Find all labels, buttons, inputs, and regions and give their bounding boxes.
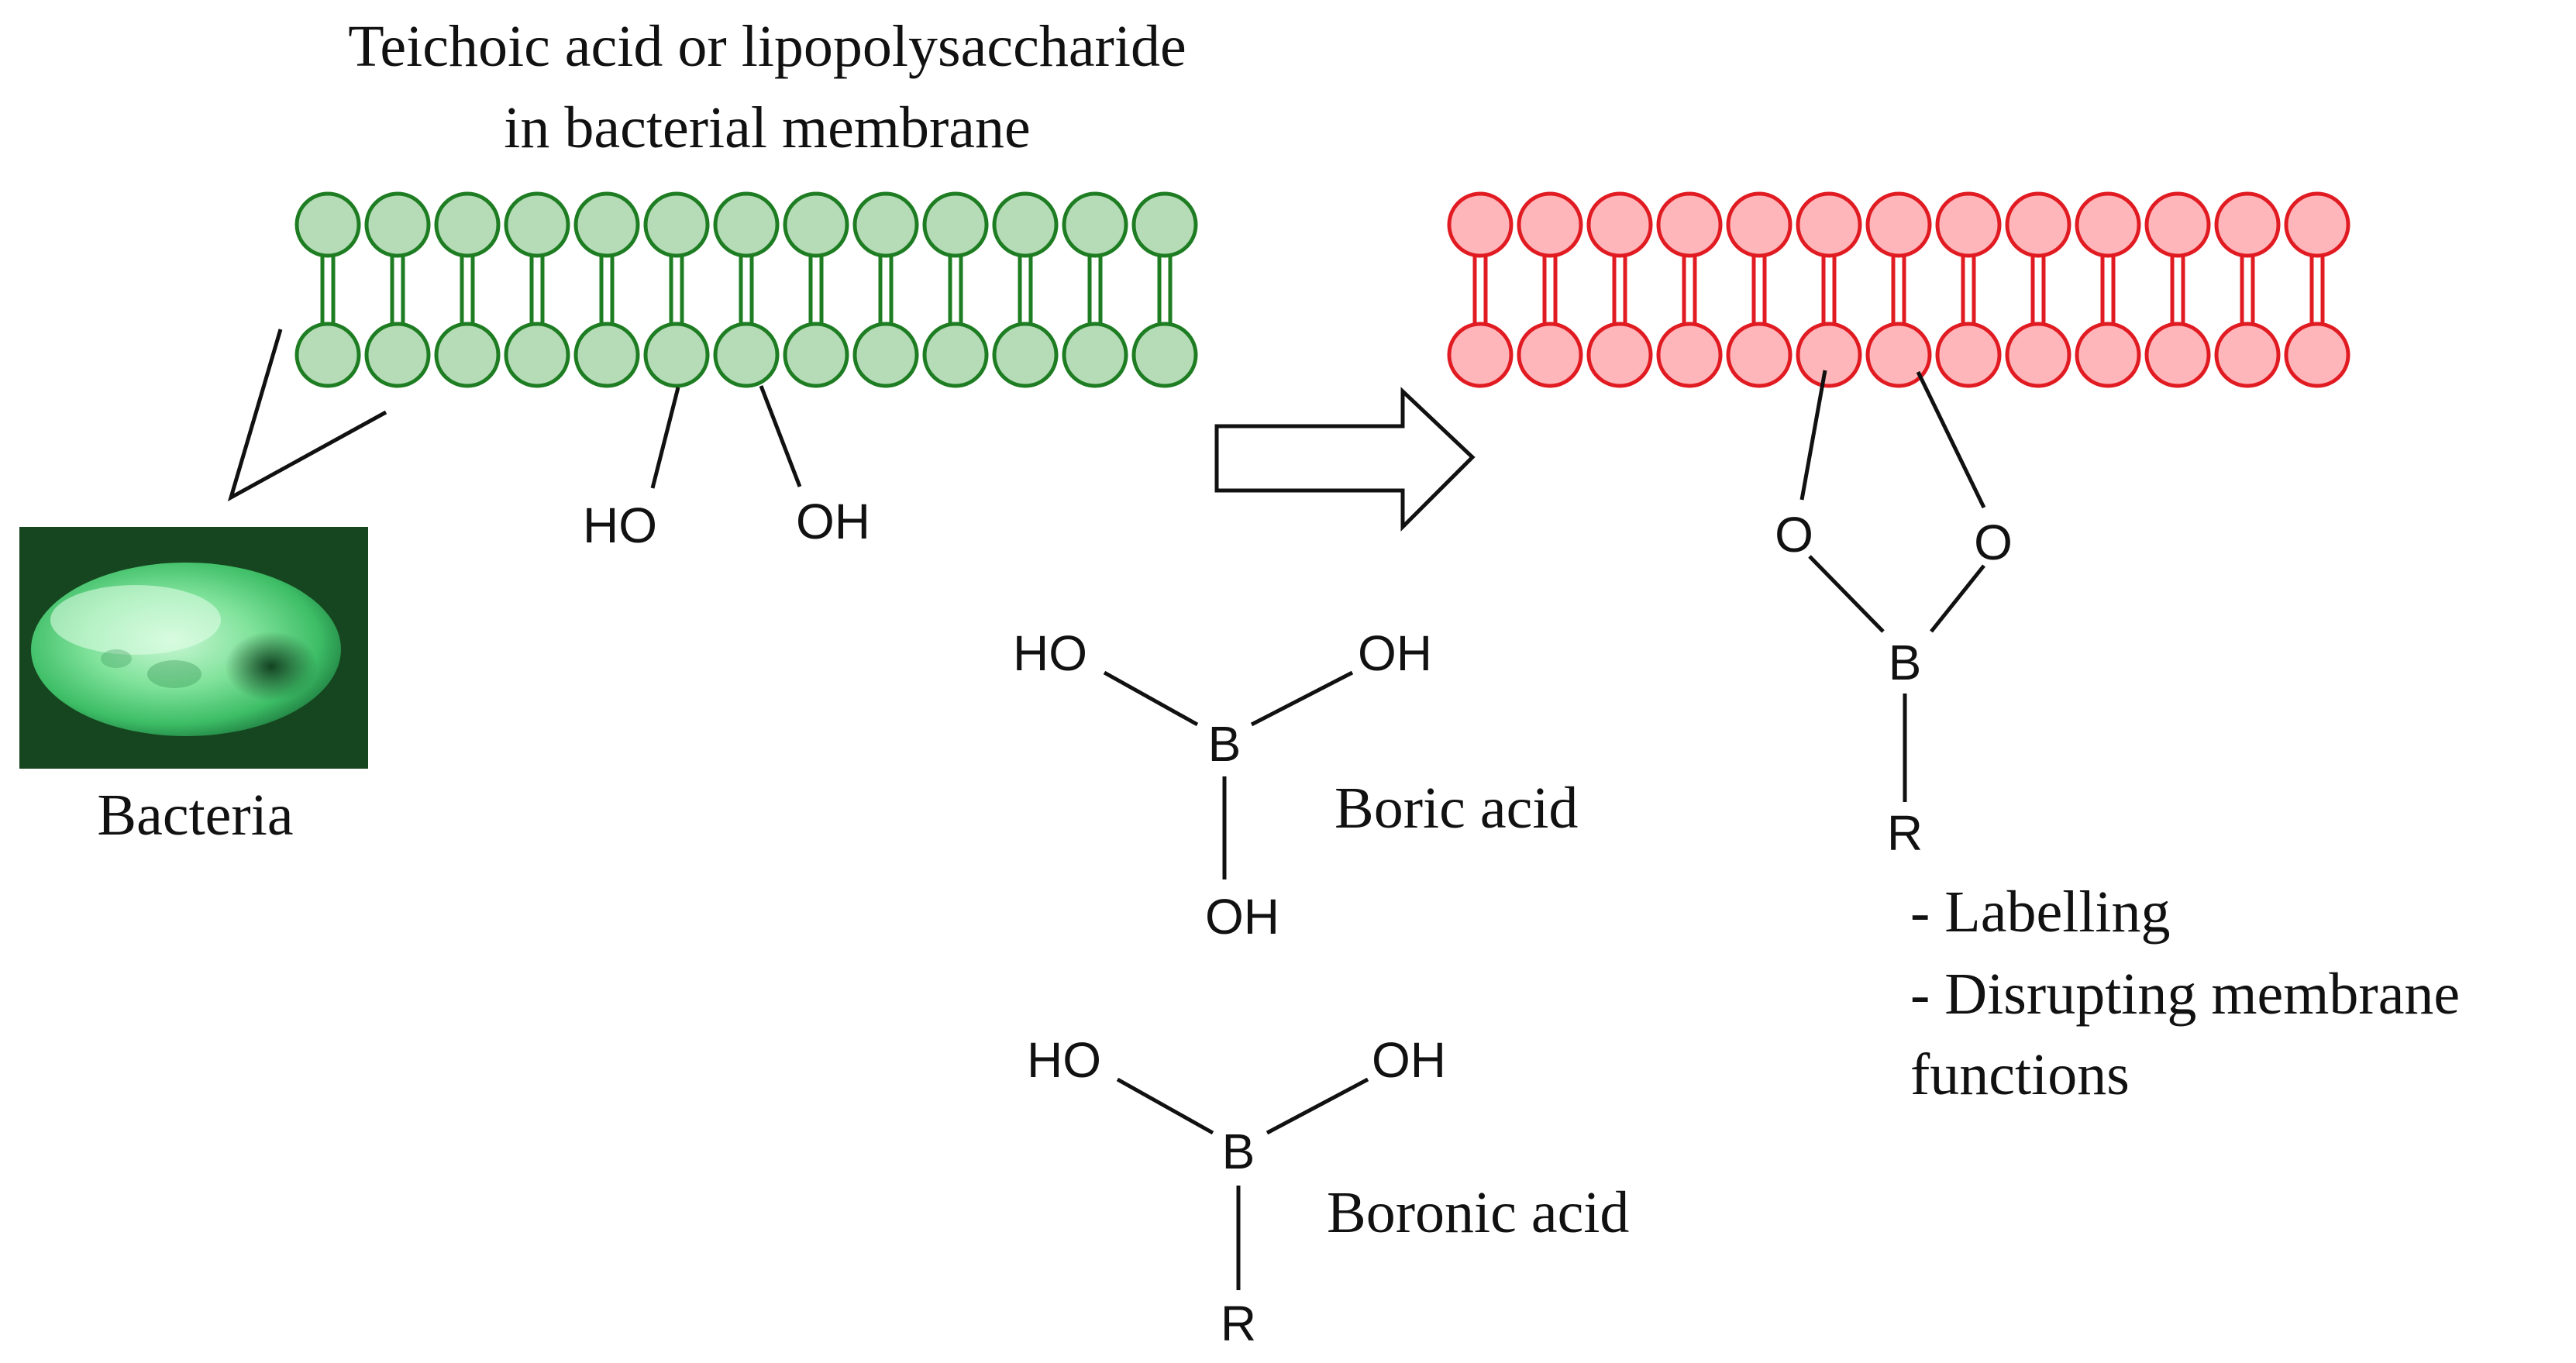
application-labelling: - Labelling — [1910, 879, 2171, 945]
ester-oxygen-right: O — [1974, 515, 2013, 570]
green-membrane-lipid-head — [294, 322, 361, 388]
ester-oxygen-left: O — [1775, 507, 1813, 563]
ester-substituent-r: R — [1887, 805, 1923, 861]
red-membrane-lipid-head — [1586, 191, 1653, 258]
red-membrane-lipid-head — [2214, 322, 2281, 388]
red-membrane-lipid-head — [2075, 191, 2141, 258]
red-membrane-lipid-head — [1447, 191, 1514, 258]
red-membrane-lipid-head — [1865, 191, 1932, 258]
green-membrane-lipid-head — [852, 322, 919, 388]
cyclic-boronate-ester — [1799, 370, 1986, 802]
green-membrane-lipid-head — [922, 322, 989, 388]
green-membrane-lipid-head — [573, 191, 640, 258]
green-membrane-lipid-head — [922, 191, 989, 258]
zoom-callout-lines — [227, 329, 387, 502]
red-membrane-lipid-head — [2284, 322, 2350, 388]
green-membrane-lipid-head — [504, 322, 570, 388]
red-membrane-lipid-head — [1935, 322, 2002, 388]
green-membrane-lipid-head — [434, 322, 501, 388]
red-membrane-lipid-head — [1447, 322, 1514, 388]
green-membrane-lipid-head — [713, 191, 780, 258]
green-membrane-lipid-head — [643, 322, 710, 388]
green-membrane-lipid-head — [364, 322, 431, 388]
green-membrane-lipid-head — [783, 191, 849, 258]
boronic-acid-label: Boronic acid — [1327, 1180, 1629, 1245]
red-membrane-lipid-head — [2005, 322, 2071, 388]
red-membrane-lipid-head — [1586, 322, 1653, 388]
diagram-title-line-2: in bacterial membrane — [504, 95, 1030, 160]
green-membrane-lipid-head — [434, 191, 501, 258]
application-disrupting-membrane-cont: functions — [1910, 1042, 2130, 1107]
green-membrane-lipid-head — [852, 191, 919, 258]
red-membrane-lipid-head — [1517, 191, 1583, 258]
green-membrane-lipid-head — [783, 322, 849, 388]
green-membrane-lipid-head — [294, 191, 361, 258]
green-membrane-lipid-head — [1131, 191, 1198, 258]
red-membrane-lipid-head — [2144, 191, 2211, 258]
diagram-title-line-1: Teichoic acid or lipopolysaccharide — [348, 14, 1186, 79]
boronic-acid-structure — [1116, 1077, 1369, 1290]
red-membrane-lipid-head — [1656, 322, 1723, 388]
boric-acid-structure — [1103, 670, 1354, 879]
red-membrane-lipid-head — [2284, 191, 2350, 258]
red-membrane-lipid-head — [1517, 322, 1583, 388]
bacteria-micrograph — [19, 527, 368, 769]
green-membrane-lipid-head — [1131, 322, 1198, 388]
boric-acid-label: Boric acid — [1334, 776, 1578, 841]
red-membrane-lipid-head — [2214, 191, 2281, 258]
hydroxyl-label-ho: HO — [583, 497, 657, 553]
green-membrane-lipid-head — [643, 191, 710, 258]
red-membrane-lipid-head — [1796, 191, 1862, 258]
red-membrane-lipid-head — [2075, 322, 2141, 388]
ester-boron: B — [1889, 635, 1922, 690]
green-membrane-lipid-head — [504, 191, 570, 258]
green-membrane-lipid-head — [573, 322, 640, 388]
red-membrane-lipid-head — [1935, 191, 2002, 258]
red-membrane-lipid-head — [1726, 191, 1793, 258]
green-membrane-lipid-head — [992, 322, 1059, 388]
bacteria-label: Bacteria — [97, 783, 293, 848]
boronic-acid-substituent-r: R — [1221, 1296, 1256, 1351]
boronic-acid-ho-left: HO — [1027, 1032, 1101, 1088]
boronic-acid-oh-right: OH — [1372, 1032, 1446, 1088]
boric-acid-boron: B — [1208, 716, 1242, 772]
green-membrane-lipid-head — [1062, 322, 1128, 388]
green-membrane-lipid-head — [713, 322, 780, 388]
red-membrane-lipid-head — [2144, 322, 2211, 388]
hydroxyl-bond-right — [759, 385, 802, 487]
boronic-acid-boron: B — [1222, 1124, 1255, 1179]
hollow-right-arrow-icon — [1214, 387, 1476, 532]
bacterial-membrane-bilayer — [294, 191, 1198, 388]
boric-acid-oh-bottom: OH — [1205, 889, 1279, 945]
boronate-labelled-membrane-bilayer — [1447, 191, 2350, 388]
red-membrane-lipid-head — [1796, 322, 1862, 388]
red-membrane-lipid-head — [2005, 191, 2071, 258]
red-membrane-lipid-head — [1656, 191, 1723, 258]
hydroxyl-label-oh: OH — [796, 494, 870, 549]
application-disrupting-membrane: - Disrupting membrane — [1910, 962, 2460, 1027]
boric-acid-ho-left: HO — [1013, 625, 1087, 681]
green-membrane-lipid-head — [364, 191, 431, 258]
green-membrane-lipid-head — [992, 191, 1059, 258]
boric-acid-oh-right: OH — [1358, 625, 1432, 681]
red-membrane-lipid-head — [1865, 322, 1932, 388]
red-membrane-lipid-head — [1726, 322, 1793, 388]
green-membrane-lipid-head — [1062, 191, 1128, 258]
hydroxyl-bond-left — [650, 387, 680, 489]
